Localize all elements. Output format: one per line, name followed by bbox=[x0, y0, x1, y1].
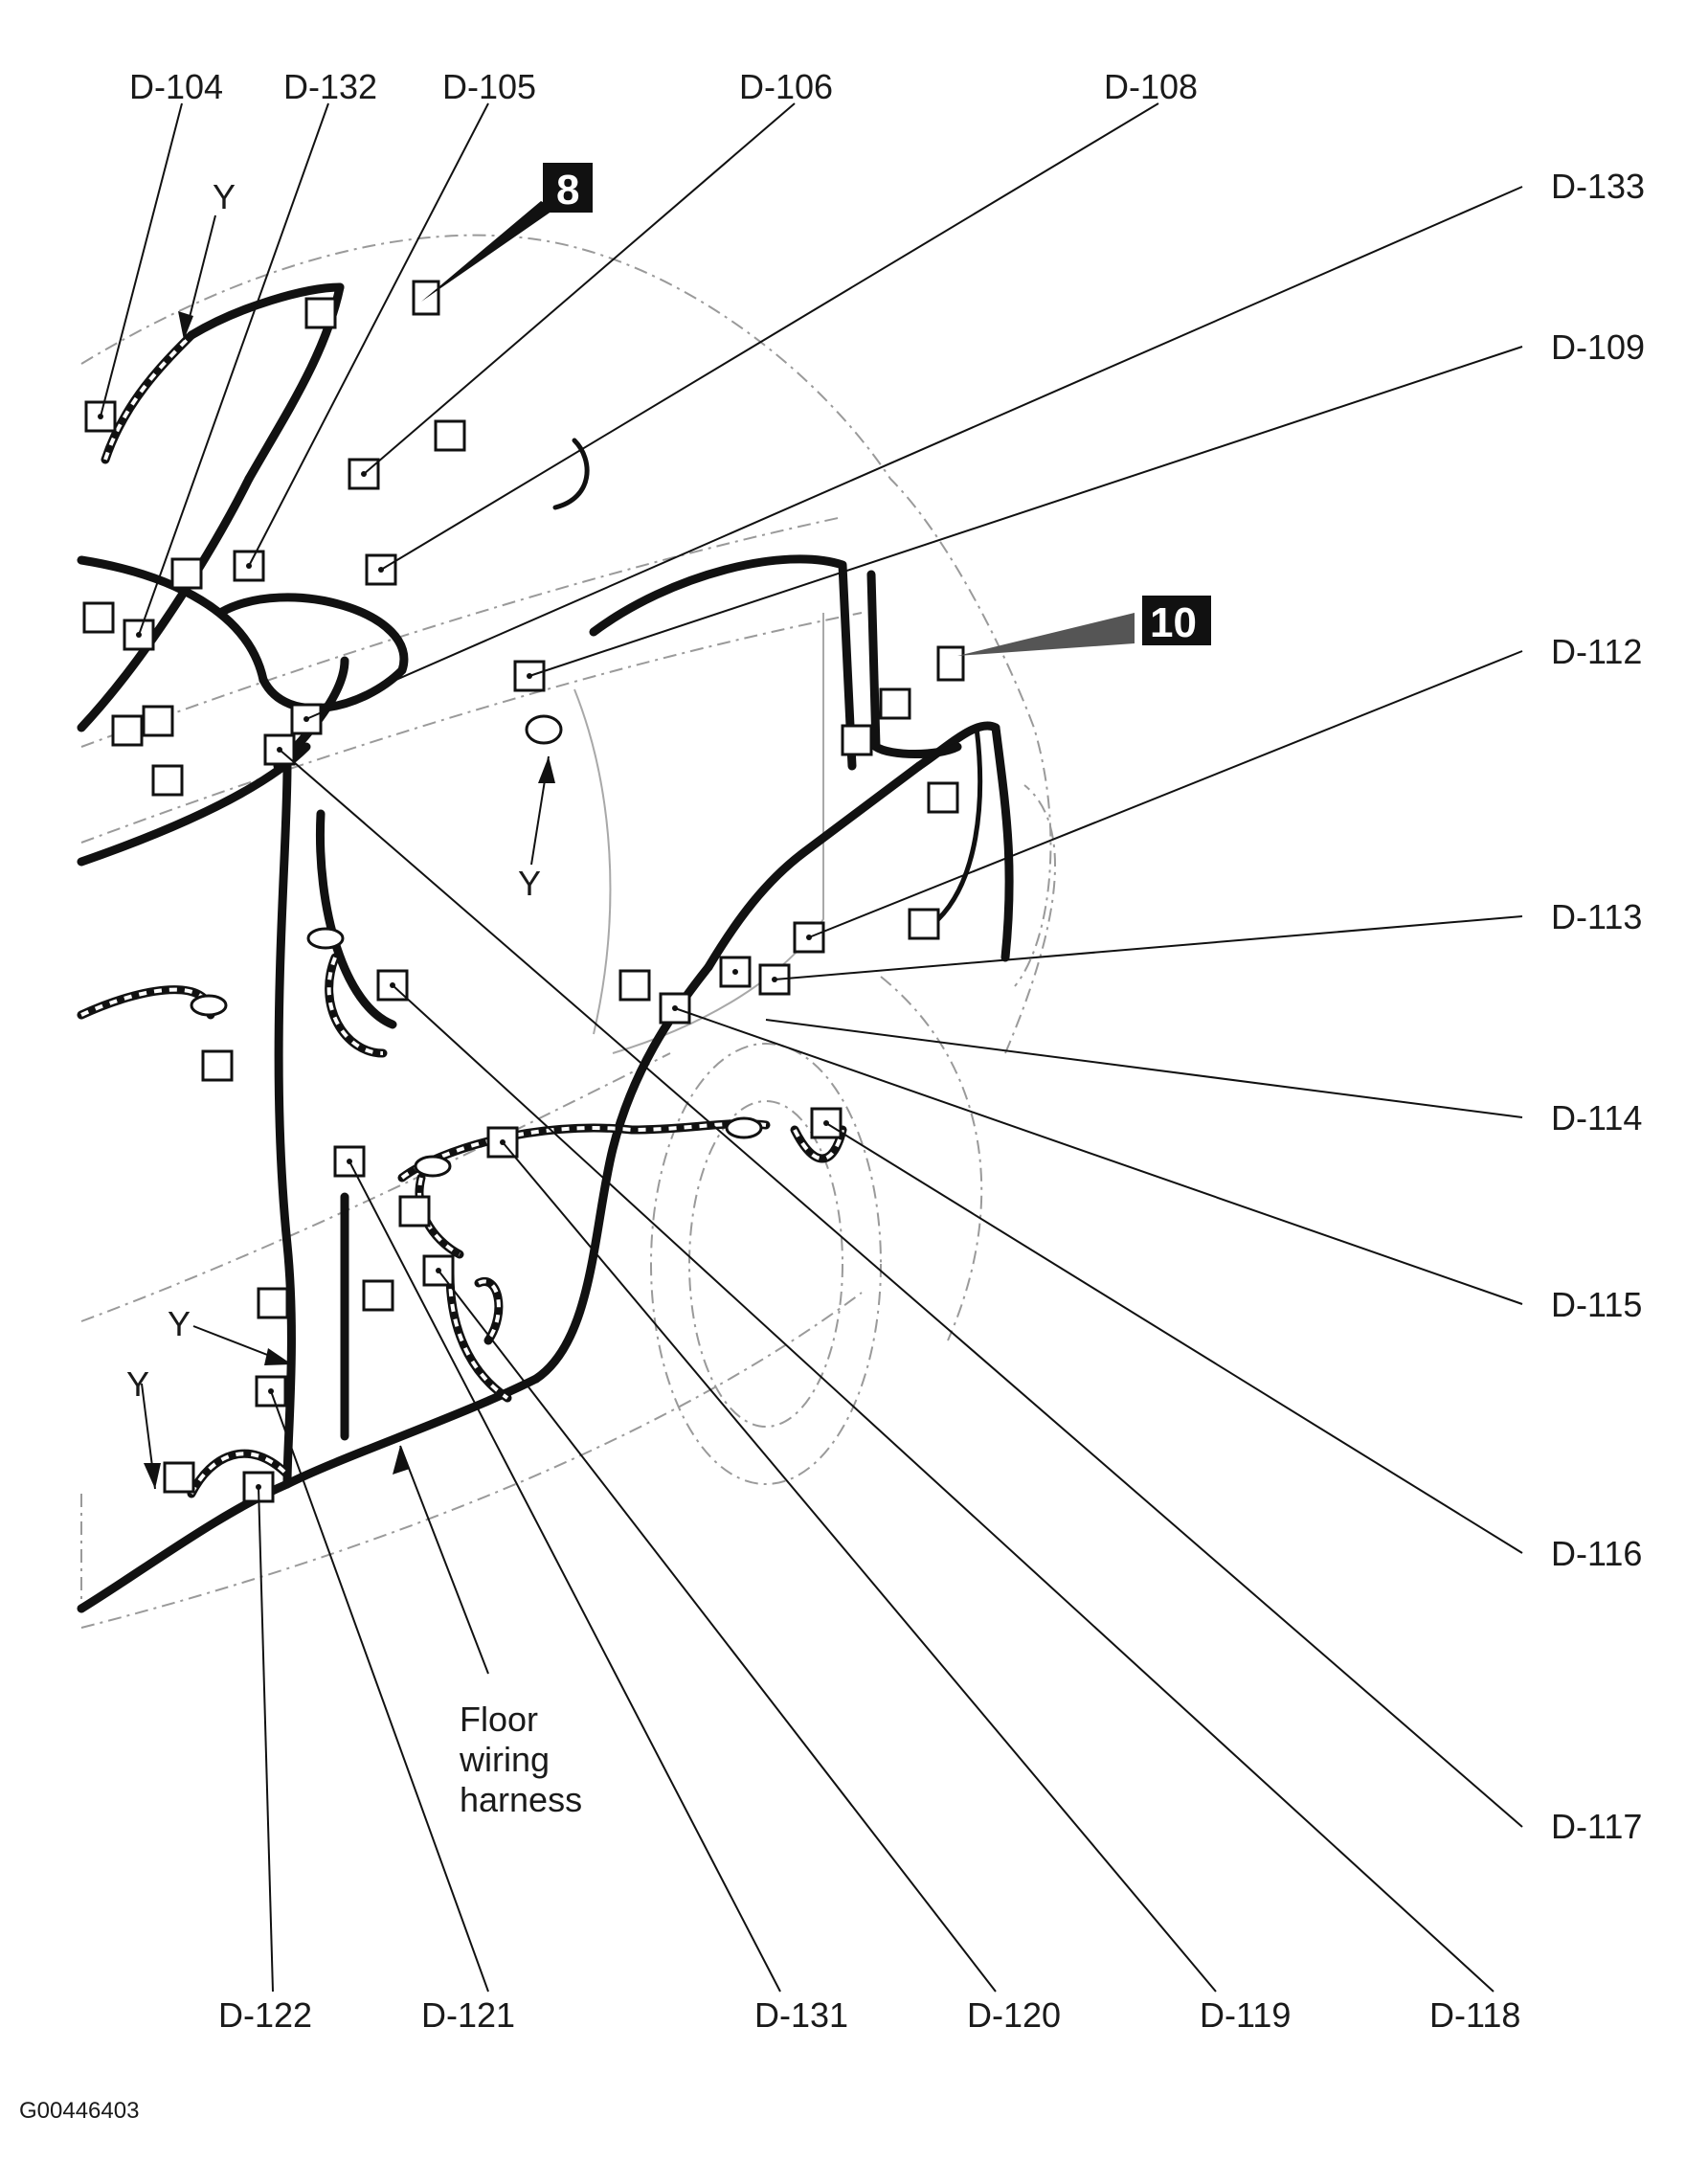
connector-symbol bbox=[398, 1195, 431, 1227]
connector-d131-symbol bbox=[333, 1145, 366, 1178]
callout-8-badge bbox=[543, 163, 593, 213]
connector-symbol bbox=[170, 557, 203, 590]
label-d117: D-117 bbox=[1551, 1807, 1642, 1846]
y-marker: Y bbox=[213, 177, 236, 216]
connector-symbol bbox=[111, 714, 144, 747]
label-d105: D-105 bbox=[442, 67, 536, 106]
connector-symbol bbox=[412, 280, 440, 316]
label-d106: D-106 bbox=[739, 67, 833, 106]
grommet bbox=[525, 714, 563, 745]
harness-label-line-3: harness bbox=[460, 1780, 582, 1819]
connector-symbol bbox=[434, 419, 466, 452]
grommets bbox=[190, 714, 763, 1178]
connector-symbol bbox=[841, 724, 873, 756]
connector-symbol bbox=[163, 1461, 195, 1494]
connector-symbol bbox=[362, 1279, 394, 1312]
label-d119: D-119 bbox=[1200, 1995, 1291, 2035]
label-d118: D-118 bbox=[1429, 1995, 1520, 2035]
callout-10: 10 bbox=[957, 596, 1211, 656]
callout-8-number: 8 bbox=[556, 167, 579, 214]
label-d108: D-108 bbox=[1104, 67, 1198, 106]
connector-d114-symbol bbox=[719, 956, 752, 988]
figure-id: G00446403 bbox=[19, 2098, 139, 2124]
harness-runs bbox=[77, 282, 1014, 1613]
connector-symbol bbox=[142, 705, 174, 737]
label-d112: D-112 bbox=[1551, 632, 1642, 671]
labels-right: D-133 D-109 D-112 D-113 D-114 D-115 D-11… bbox=[1551, 167, 1645, 1846]
callout-10-number: 10 bbox=[1150, 599, 1197, 646]
grommet bbox=[725, 1116, 763, 1139]
connector-symbols bbox=[82, 280, 965, 1503]
callout-8: 8 bbox=[421, 163, 593, 302]
label-d131: D-131 bbox=[754, 1995, 848, 2035]
grommet bbox=[190, 994, 228, 1017]
connector-symbol bbox=[304, 297, 337, 329]
y-markers: Y Y Y Y bbox=[126, 177, 541, 1404]
label-d122: D-122 bbox=[218, 1995, 312, 2035]
label-d109: D-109 bbox=[1551, 327, 1645, 367]
y-marker: Y bbox=[518, 864, 541, 903]
harness-label-line-2: wiring bbox=[459, 1740, 550, 1779]
callout-10-badge bbox=[1142, 596, 1211, 645]
y-marker: Y bbox=[168, 1304, 191, 1343]
label-d120: D-120 bbox=[967, 1995, 1061, 2035]
vehicle-body-outline bbox=[80, 234, 1056, 1629]
label-d133: D-133 bbox=[1551, 167, 1645, 206]
connector-symbol bbox=[936, 645, 965, 682]
label-d113: D-113 bbox=[1551, 897, 1642, 936]
leader-lines bbox=[100, 102, 1523, 1993]
connector-symbol bbox=[82, 601, 115, 634]
connector-symbol bbox=[908, 908, 940, 940]
labels-top: D-104 D-132 D-105 D-106 D-108 bbox=[129, 67, 1198, 106]
label-d115: D-115 bbox=[1551, 1285, 1642, 1324]
label-d116: D-116 bbox=[1551, 1534, 1642, 1573]
grommet bbox=[306, 927, 345, 950]
y-marker-arrows bbox=[141, 214, 555, 1490]
label-d114: D-114 bbox=[1551, 1098, 1642, 1137]
connector-symbol bbox=[201, 1049, 234, 1082]
connector-symbol bbox=[879, 687, 911, 720]
harness-label-line-1: Floor bbox=[460, 1700, 538, 1739]
connector-symbol bbox=[151, 764, 184, 797]
y-marker: Y bbox=[126, 1364, 149, 1404]
floor-wiring-harness-label: Floor wiring harness bbox=[459, 1700, 582, 1819]
label-d121: D-121 bbox=[421, 1995, 515, 2035]
label-d132: D-132 bbox=[283, 67, 377, 106]
labels-bottom: D-122 D-121 D-131 D-120 D-119 D-118 bbox=[218, 1995, 1520, 2035]
connector-symbol bbox=[927, 781, 959, 814]
grommet bbox=[414, 1155, 452, 1178]
connector-symbol bbox=[257, 1287, 289, 1319]
label-d104: D-104 bbox=[129, 67, 223, 106]
connector-d108-symbol bbox=[365, 553, 397, 586]
connector-symbol bbox=[618, 969, 651, 1002]
